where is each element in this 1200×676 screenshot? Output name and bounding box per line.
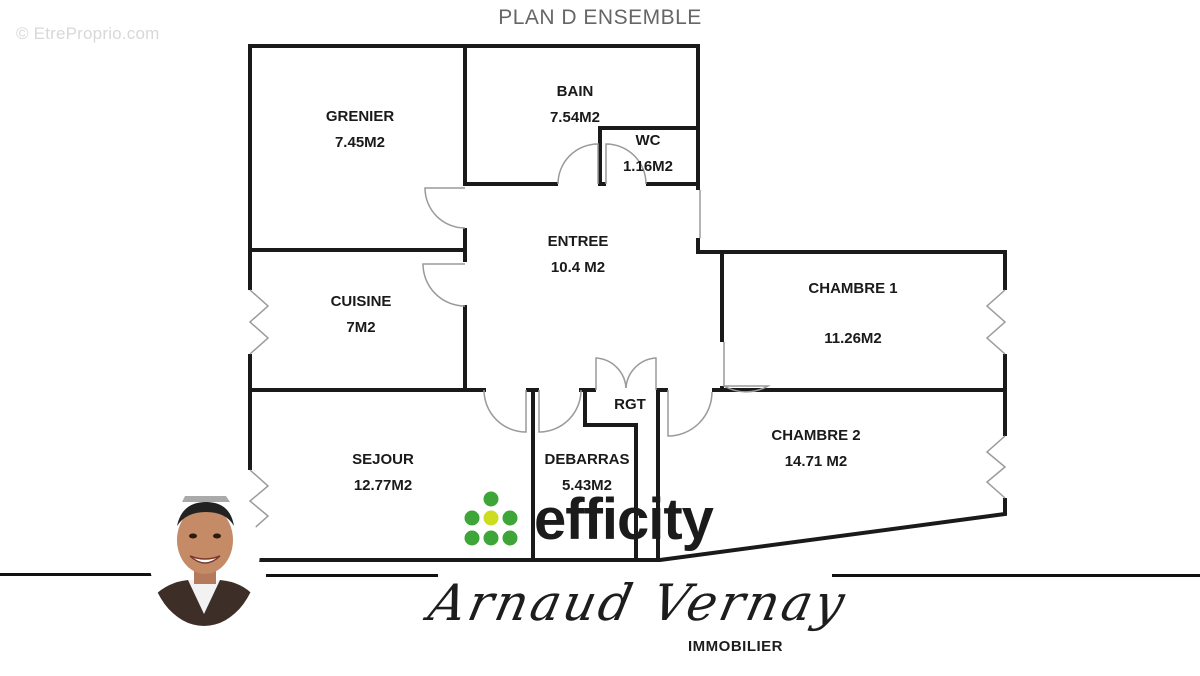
divider-right xyxy=(832,574,1200,577)
door-cuisine xyxy=(422,263,466,307)
agent-avatar xyxy=(148,490,260,626)
room-chambre2-area: 14.71 M2 xyxy=(784,453,848,470)
door-wc xyxy=(605,143,647,185)
divider-center xyxy=(266,574,438,577)
room-cuisine: CUISINE 7M2 xyxy=(301,289,421,341)
door-rgt-right xyxy=(625,357,657,390)
door-grenier xyxy=(424,187,466,229)
agency-subtitle: IMMOBILIER xyxy=(688,638,783,655)
room-bain: BAIN 7.54M2 xyxy=(515,79,635,131)
efficity-dots-icon xyxy=(464,491,518,546)
room-wc: WC 1.16M2 xyxy=(602,128,694,180)
room-bain-area: 7.54M2 xyxy=(549,109,601,126)
room-grenier-area: 7.45M2 xyxy=(334,134,386,151)
room-rgt-name: RGT xyxy=(614,396,646,413)
room-cuisine-name: CUISINE xyxy=(330,293,392,310)
room-entree-area: 10.4 M2 xyxy=(550,259,606,276)
agent-signature: Arnaud Vernay xyxy=(423,574,853,632)
room-chambre1-name: CHAMBRE 1 xyxy=(808,280,898,297)
room-sejour-area: 12.77M2 xyxy=(353,477,413,494)
room-rgt: RGT xyxy=(598,392,662,418)
room-entree: ENTREE 10.4 M2 xyxy=(518,229,638,281)
room-chambre2-name: CHAMBRE 2 xyxy=(771,427,861,444)
room-wc-name: WC xyxy=(635,132,661,149)
window-chambre2 xyxy=(985,435,1007,499)
window-sejour xyxy=(248,469,270,533)
room-chambre1: CHAMBRE 1 11.26M2 xyxy=(793,276,913,352)
door-swings xyxy=(422,143,771,437)
agent-portrait xyxy=(148,496,260,626)
room-debarras-name: DEBARRAS xyxy=(544,451,630,468)
room-debarras-area: 5.43M2 xyxy=(561,477,613,494)
room-wc-area: 1.16M2 xyxy=(622,158,674,175)
watermark: © EtreProprio.com xyxy=(16,24,160,43)
door-chambre2 xyxy=(667,390,713,437)
windows xyxy=(248,190,1007,533)
room-sejour-name: SEJOUR xyxy=(352,451,414,468)
room-bain-name: BAIN xyxy=(556,83,594,100)
room-grenier-name: GRENIER xyxy=(325,108,395,125)
room-chambre1-area: 11.26M2 xyxy=(824,330,882,347)
plan-title: PLAN D ENSEMBLE xyxy=(498,6,702,29)
outer-wall xyxy=(248,44,1007,562)
door-sejour xyxy=(483,389,527,433)
room-sejour: SEJOUR 12.77M2 xyxy=(323,447,443,499)
door-rgt-left xyxy=(595,357,627,390)
door-chambre1 xyxy=(723,342,771,393)
walls xyxy=(248,44,1007,562)
door-bain xyxy=(557,143,599,185)
room-debarras: DEBARRAS 5.43M2 xyxy=(535,447,639,499)
room-entree-name: ENTREE xyxy=(547,233,609,250)
efficity-logo: efficity xyxy=(462,488,742,552)
room-grenier: GRENIER 7.45M2 xyxy=(300,104,420,156)
divider-left xyxy=(0,573,160,576)
efficity-logo-text: efficity xyxy=(534,487,714,552)
room-chambre2: CHAMBRE 2 14.71 M2 xyxy=(756,423,876,475)
window-chambre1 xyxy=(985,289,1007,355)
room-cuisine-area: 7M2 xyxy=(346,319,376,336)
window-cuisine xyxy=(248,289,270,355)
door-debarras xyxy=(538,389,582,433)
